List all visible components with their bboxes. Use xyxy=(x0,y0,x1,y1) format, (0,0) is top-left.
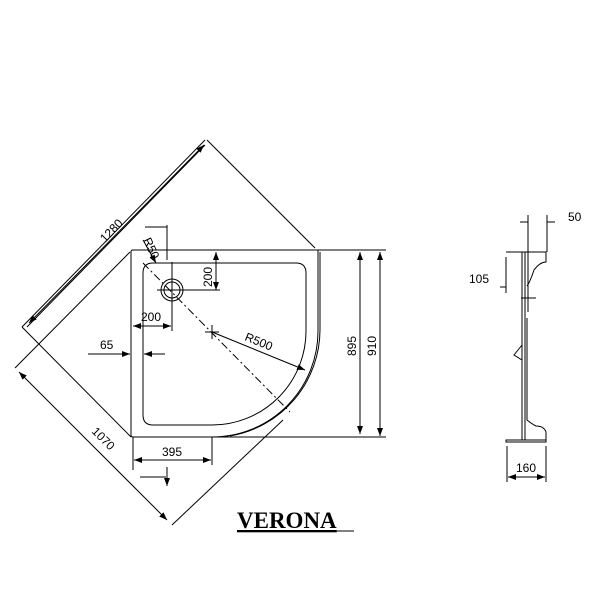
dim-200-horizontal: 200 xyxy=(141,310,161,324)
dim-50: 50 xyxy=(568,210,582,224)
dim-65: 65 xyxy=(100,338,114,352)
dimension-lines xyxy=(14,139,386,526)
dim-105: 105 xyxy=(469,272,489,286)
dim-160: 160 xyxy=(516,461,536,475)
dim-1070: 1070 xyxy=(89,424,118,453)
dim-895: 895 xyxy=(345,336,359,356)
side-profile: 50 105 160 xyxy=(469,210,582,482)
tray-plan xyxy=(130,249,321,438)
product-title: VERONA xyxy=(237,508,337,533)
dim-910: 910 xyxy=(365,336,379,356)
dim-r50: R50 xyxy=(140,235,162,261)
dim-395: 395 xyxy=(162,445,182,459)
dim-r500: R500 xyxy=(243,330,275,354)
tray-outer-outline xyxy=(130,249,319,438)
dim-200-vertical: 200 xyxy=(201,267,215,287)
